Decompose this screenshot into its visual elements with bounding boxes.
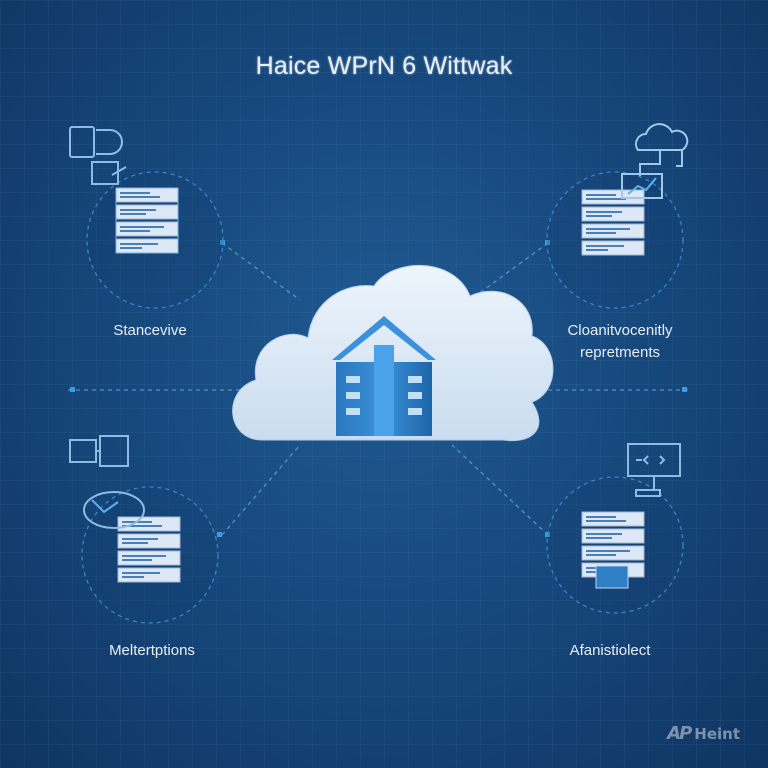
node-label-top-left: Stancevive	[60, 320, 240, 342]
diagram-title: Haice WPrN 6 Wittwak	[0, 52, 768, 81]
logo-mark: AP	[667, 723, 690, 744]
node-label-top-right: Cloanitvocenitly repretments	[530, 320, 710, 364]
logo-text: Heint	[694, 725, 740, 743]
node-label-bottom-right: Afanistiolect	[520, 640, 700, 662]
connector-top-right	[470, 243, 548, 300]
server-icon-bottom-right	[582, 512, 644, 588]
connector-top-left	[222, 243, 300, 300]
node-circle-bottom-right	[547, 477, 683, 613]
node-label-bottom-left: Meltertptions	[62, 640, 242, 662]
connector-bottom-left	[222, 445, 300, 535]
network-icon-top-left	[70, 127, 126, 184]
watermark-logo: AP Heint	[667, 723, 740, 744]
connector-bottom-right	[452, 445, 548, 535]
